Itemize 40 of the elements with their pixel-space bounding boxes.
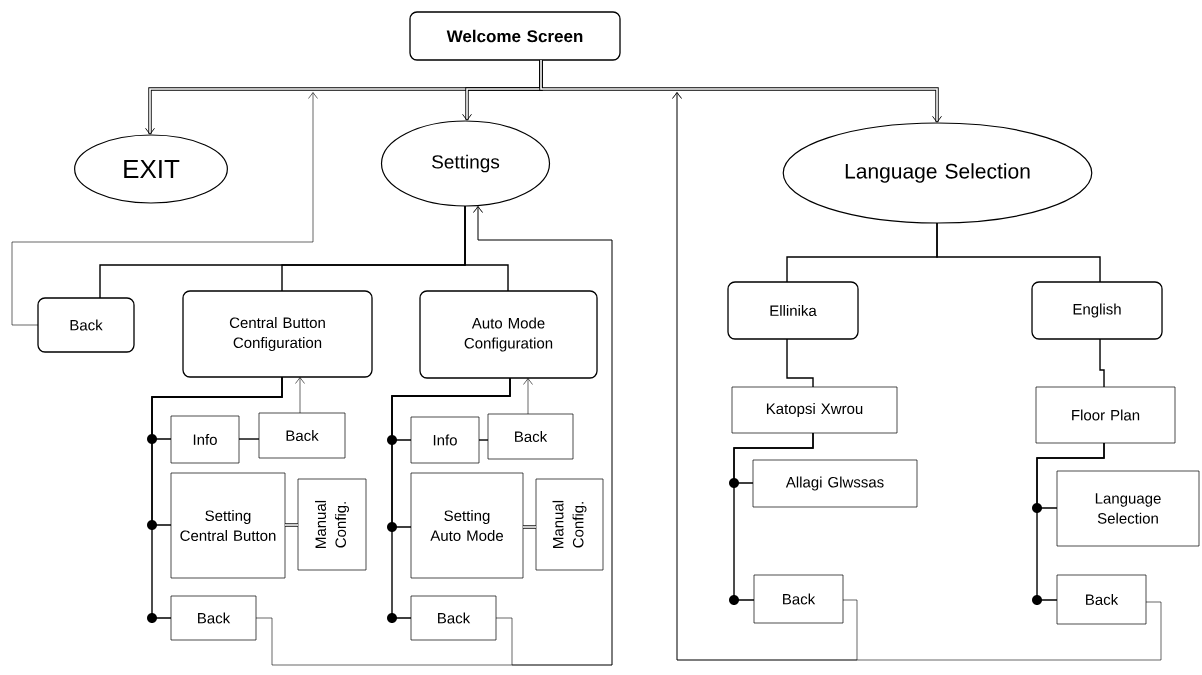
menu-item-box: Back [1056,574,1147,625]
screen-box: Welcome Screen [409,11,621,61]
menu-item-box: Allagi Glwssas [752,459,918,508]
connector [672,92,1162,661]
menu-item-box: Manual Config. [535,478,604,571]
menu-box: Back [37,297,135,353]
menu-item-box: Back [170,595,257,641]
menu-item-box: Language Selection [1056,470,1200,547]
menu-box: English [1031,281,1163,340]
connector [786,338,814,388]
menu-box: Central Button Configuration [182,290,373,378]
menu-item-box: Back [410,595,497,641]
menu-item-box: Info [170,415,240,464]
connector [478,439,489,441]
connector [11,92,318,326]
menu-item-box: Back [487,413,574,460]
menu-box: Ellinika [727,281,859,340]
menu-item-box: Back [753,574,844,624]
menu-item-box: Back [258,412,346,459]
menu-item-box: Manual Config. [297,478,367,571]
menu-item-box: Setting Central Button [170,472,286,579]
connector [151,376,283,619]
connector [936,222,1101,283]
connector [733,432,814,601]
connector [539,59,942,123]
connector [1036,442,1105,601]
menu-item-box: Floor Plan [1035,386,1176,444]
connector [391,377,511,619]
connector [473,206,613,666]
connector [1099,338,1105,388]
menu-item-box: Setting Auto Mode [410,472,524,579]
connector [464,205,509,292]
connector [522,525,537,529]
menu-item-box: Katopsi Xwrou [731,386,898,434]
connector [238,438,260,440]
connector [284,523,299,527]
menu-item-box: Info [410,416,480,464]
connector [523,378,533,415]
menu-box: Auto Mode Configuration [419,290,598,379]
connector [295,377,305,414]
